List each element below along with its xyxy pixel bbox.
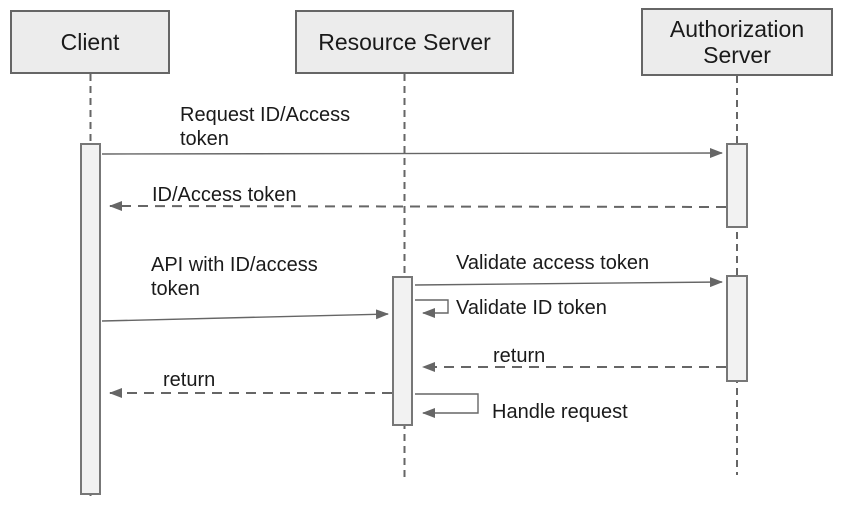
- actor-box-authorization-server: Authorization Server: [641, 8, 833, 76]
- activation-bar-authorization-server-2: [726, 275, 748, 382]
- actor-label-resource-server: Resource Server: [318, 29, 491, 55]
- actor-label-authorization-server: Authorization Server: [669, 16, 805, 68]
- activation-bar-client: [80, 143, 101, 495]
- message-label-request-id-access-token: Request ID/Access token: [180, 104, 351, 150]
- message-arrow-api-with-id-access-token: [101, 309, 389, 322]
- actor-box-client: Client: [10, 10, 170, 74]
- self-message-validate-id-token: [415, 299, 449, 318]
- message-label-return-to-client: return: [163, 369, 216, 391]
- message-label-validate-access-token: Validate access token: [456, 252, 650, 274]
- message-label-return-to-resource-server: return: [493, 345, 546, 367]
- actor-label-client: Client: [60, 29, 120, 55]
- self-message-handle-request: [415, 393, 479, 418]
- message-arrow-id-access-token: [109, 201, 727, 212]
- message-label-handle-request: Handle request: [492, 401, 628, 423]
- activation-bar-authorization-server-1: [726, 143, 748, 228]
- actor-box-resource-server: Resource Server: [295, 10, 514, 74]
- message-arrow-validate-access-token: [414, 277, 723, 288]
- activation-bar-resource-server: [392, 276, 413, 426]
- message-label-id-access-token: ID/Access token: [152, 184, 297, 206]
- message-label-validate-id-token: Validate ID token: [456, 297, 607, 319]
- message-label-api-with-id-access-token: API with ID/access token: [151, 254, 318, 300]
- message-arrow-request-id-access-token: [101, 148, 723, 159]
